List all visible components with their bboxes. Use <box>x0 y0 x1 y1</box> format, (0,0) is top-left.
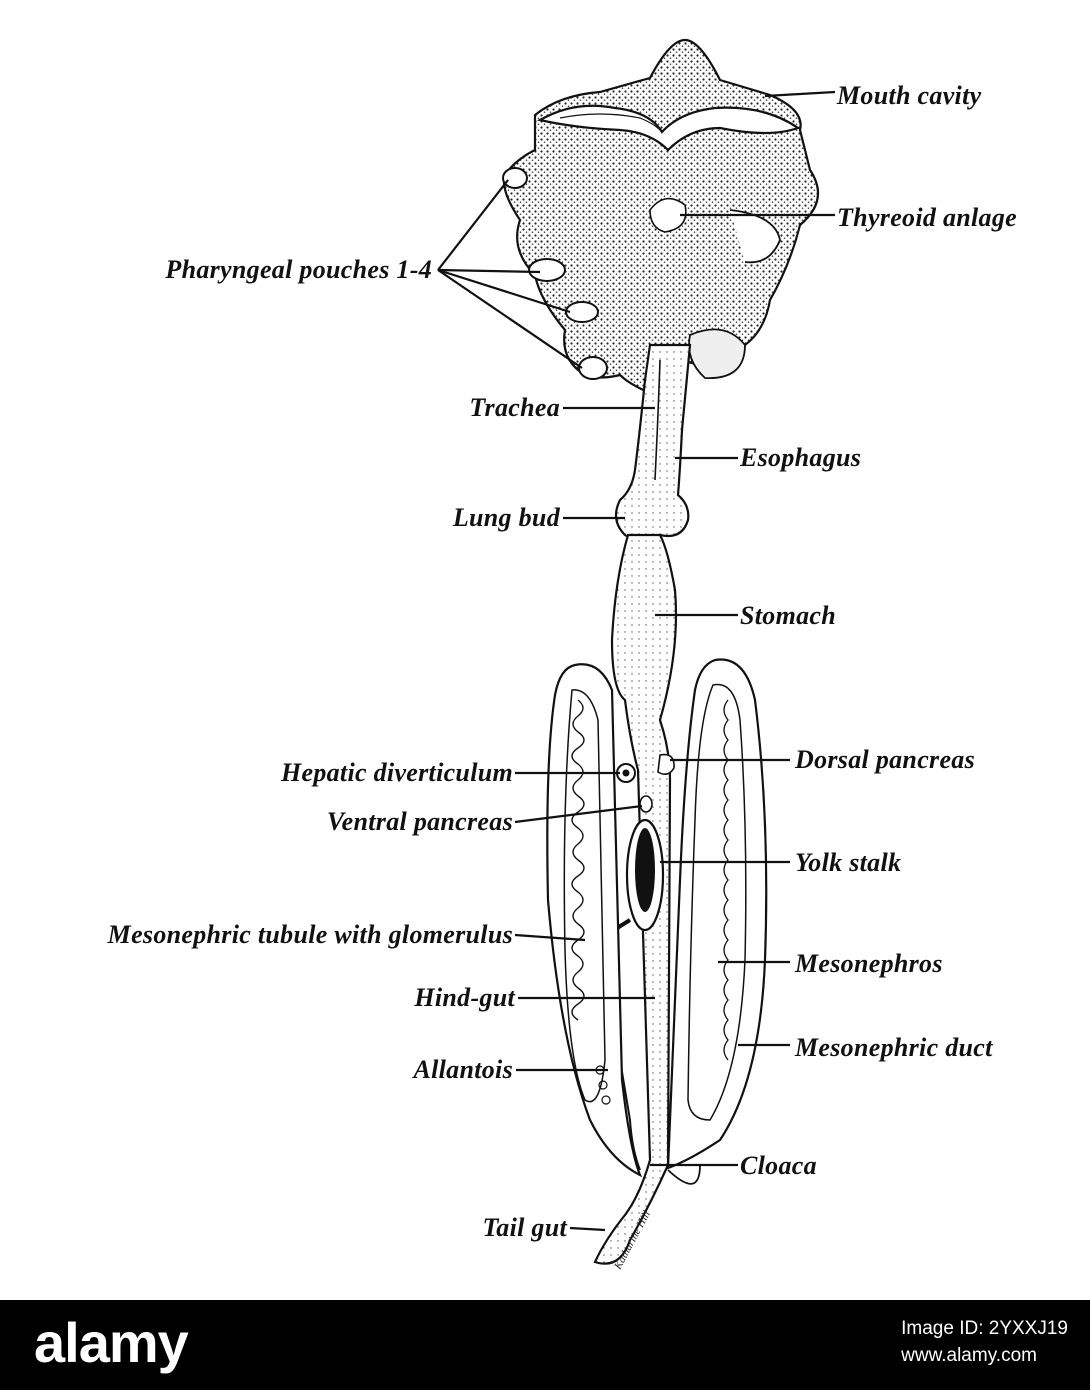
label-mesonephric-duct: Mesonephric duct <box>794 1033 993 1062</box>
label-esophagus: Esophagus <box>739 443 861 472</box>
alamy-logo: alamy <box>34 1311 189 1374</box>
label-stomach: Stomach <box>740 601 836 630</box>
label-trachea: Trachea <box>469 393 560 422</box>
diagram-canvas: Mouth cavity Thyreoid anlage Pharyngeal … <box>106 38 1017 1273</box>
mesonephros-left-drawing <box>546 663 643 1178</box>
leader-lines <box>437 90 836 1232</box>
label-hind-gut: Hind-gut <box>413 983 515 1012</box>
label-pharyngeal-pouches: Pharyngeal pouches 1-4 <box>164 255 432 284</box>
label-lung-bud: Lung bud <box>452 503 561 532</box>
label-mesonephric-tubule: Mesonephric tubule with glomerulus <box>107 920 513 949</box>
label-tail-gut: Tail gut <box>482 1213 567 1242</box>
pharynx-drawing <box>502 38 820 402</box>
label-thyreoid-anlage: Thyreoid anlage <box>837 203 1017 232</box>
embryo-digestive-tract-illustration: Mouth cavity Thyreoid anlage Pharyngeal … <box>107 38 1017 1272</box>
label-dorsal-pancreas: Dorsal pancreas <box>794 745 975 774</box>
website-text: www.alamy.com <box>901 1345 1037 1366</box>
label-mouth-cavity: Mouth cavity <box>836 81 982 110</box>
label-cloaca: Cloaca <box>740 1151 817 1180</box>
image-id-text: Image ID: 2YXXJ19 <box>901 1318 1068 1339</box>
label-ventral-pancreas: Ventral pancreas <box>327 807 513 836</box>
label-hepatic-diverticulum: Hepatic diverticulum <box>280 758 513 787</box>
label-yolk-stalk: Yolk stalk <box>795 848 901 877</box>
watermark-info: Image ID: 2YXXJ19 www.alamy.com <box>901 1316 1068 1370</box>
label-allantois: Allantois <box>411 1055 513 1084</box>
label-mesonephros: Mesonephros <box>794 949 943 978</box>
watermark-footer: alamy Image ID: 2YXXJ19 www.alamy.com <box>0 1300 1090 1390</box>
mesonephros-right-drawing <box>666 658 768 1185</box>
